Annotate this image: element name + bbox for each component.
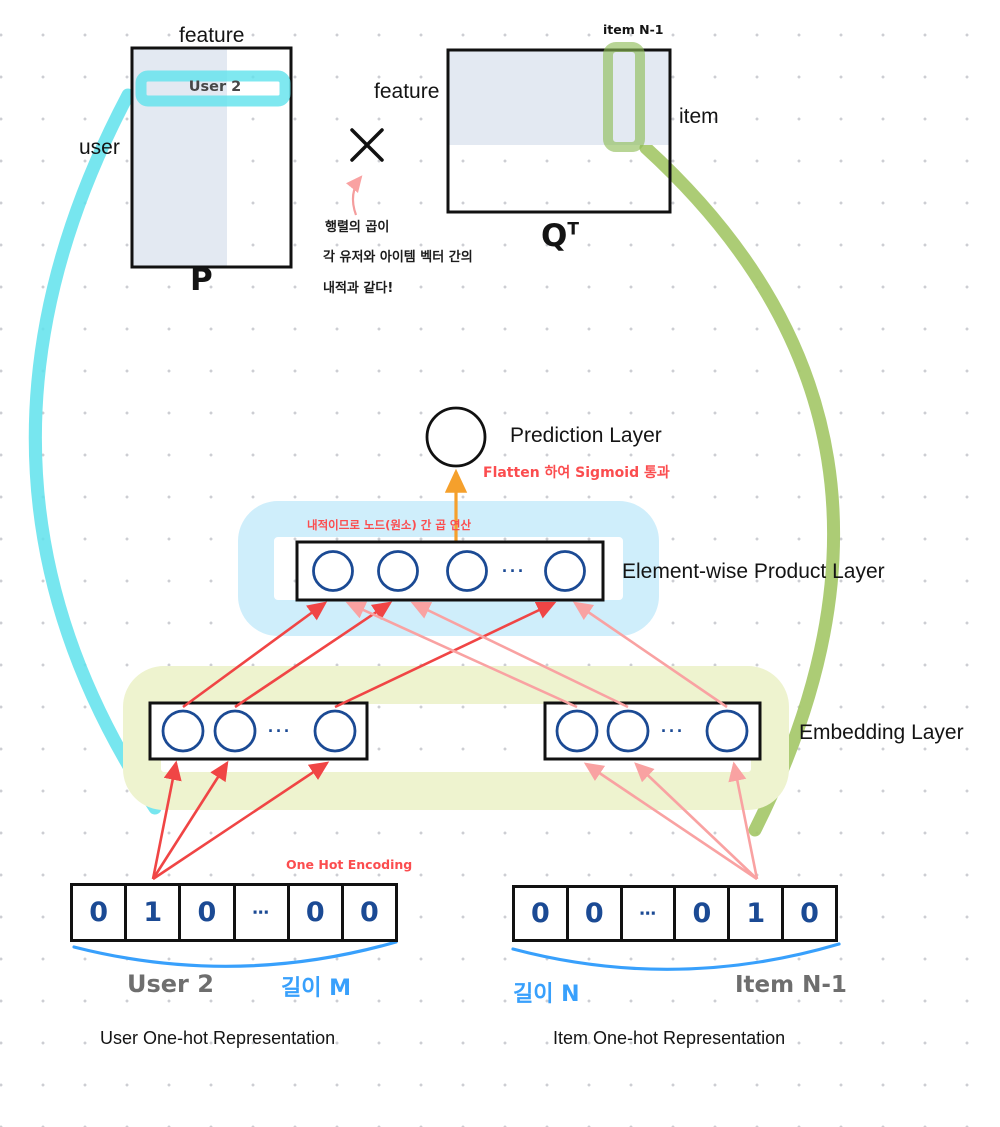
matrix-note-line2: 각 유저와 아이템 벡터 간의 [323,250,473,265]
product-operation-note: 내적이므로 노드(원소) 간 곱 연산 [307,518,472,532]
user-onehot-cell: 0 [360,897,379,928]
user-row-label: User 2 [188,79,242,95]
user-onehot-to-embedding-arrows [151,760,330,881]
user-embedding-ellipsis: ··· [268,721,292,741]
item-onehot-cell: 0 [800,898,819,929]
embedding-node [606,709,650,753]
matrix-p [130,46,293,269]
matrix-qt-name: Q [541,218,568,254]
item-onehot-to-embedding-arrows [583,761,759,881]
matrix-qt-feature-label: feature [374,80,440,103]
matrix-p-user-label: user [79,136,120,159]
matrix-p-border [130,46,293,269]
item-column-highlight [603,42,645,152]
product-layer-label: Element-wise Product Layer [622,560,885,583]
embedding-node [705,709,749,753]
note-pointer-arrow [346,175,363,216]
item-onehot-cell: 0 [515,888,569,939]
embedding-node [161,709,205,753]
user-row-highlight [135,70,291,107]
item-embedding-ellipsis: ··· [661,721,685,741]
product-node [312,550,354,592]
user-onehot-cell: 0 [73,886,128,939]
matrix-note-line3: 내적과 같다! [323,281,394,296]
user-embedding-to-product-arrows [182,601,557,709]
matrix-qt-item-label: item [679,105,719,128]
prediction-node [425,406,487,468]
matrix-p-feature-label: feature [179,24,245,47]
user-length-label: 길이 M [281,976,352,1001]
user-onehot-vector: 0 1 0 ⋯ 0 0 [70,883,398,942]
product-layer-highlight-band [238,501,659,636]
item-embedding-to-product-arrows [345,601,728,709]
item-onehot-cell: 0 [676,888,731,939]
embedding-layer-highlight-band [123,666,789,810]
product-node [544,550,586,592]
matrix-note-line1: 행렬의 곱이 [325,220,390,235]
item-onehot-cell: 1 [730,888,785,939]
flatten-sigmoid-note: Flatten 하여 Sigmoid 통과 [483,465,670,481]
embedding-node [313,709,357,753]
item-length-label: 길이 N [513,982,580,1007]
item-onehot-vector: 0 0 ⋯ 0 1 0 [512,885,838,942]
item-onehot-cell: 0 [569,888,623,939]
user-embedding-box [148,701,369,761]
embedding-layer-label: Embedding Layer [799,721,964,744]
item-onehot-caption: Item One-hot Representation [553,1028,786,1048]
item-onehot-cell: ⋯ [623,888,677,939]
matrix-qt-transpose-sup: T [567,219,579,240]
matrix-p-name: P [190,262,213,298]
user-onehot-cell: 1 [127,886,182,939]
matrix-qt-shaded-region [448,50,670,145]
item-vector-brace [511,942,841,971]
user-onehot-cell: ⋯ [236,886,290,939]
user-onehot-cell: 0 [181,886,236,939]
product-node [377,550,419,592]
item-column-label: item N-1 [603,22,664,37]
matrix-qt-border [446,48,672,214]
product-layer-box [295,540,605,602]
user-row-to-embedding-curve [28,88,162,815]
item-selected-label: Item N-1 [735,972,847,998]
item-column-to-embedding-curve [639,141,840,837]
product-ellipsis: ··· [502,561,526,581]
embedding-node [555,709,599,753]
item-embedding-box [543,701,762,761]
embedding-node [213,709,257,753]
one-hot-encoding-note: One Hot Encoding [286,857,413,872]
multiply-icon [350,128,384,162]
user-onehot-cell: 0 [290,886,344,939]
user-vector-brace [72,940,398,968]
user-onehot-caption: User One-hot Representation [100,1028,336,1048]
prediction-layer-label: Prediction Layer [510,424,662,447]
matrix-p-shaded-region [132,48,227,267]
product-node [446,550,488,592]
user-selected-label: User 2 [127,970,214,998]
matrix-qt [446,42,672,214]
